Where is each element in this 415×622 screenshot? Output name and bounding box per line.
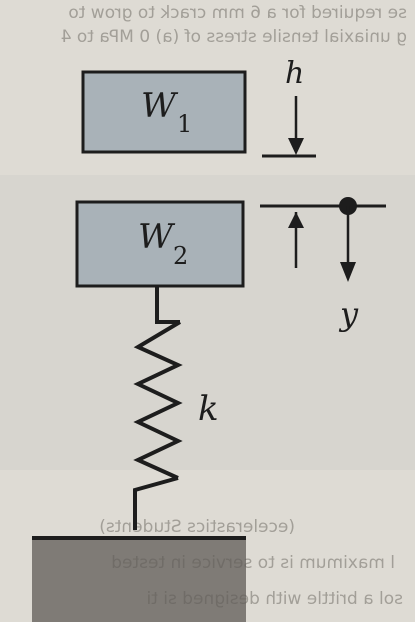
bleed-through-top: se required for a 6 mm crack to grow to … [61, 3, 407, 47]
k-label: k [198, 389, 219, 429]
w2-symbol: W [138, 217, 176, 257]
w1-subscript: 1 [177, 110, 192, 138]
weight-w2: W 2 [75, 200, 245, 288]
y-label: y [338, 295, 359, 333]
drop-height-indicator: h [262, 56, 316, 158]
displacement-indicator: y [260, 197, 386, 333]
w2-subscript: 2 [173, 242, 188, 270]
bleed-text-line-3: (ecelerastics Students) [99, 517, 295, 537]
bleed-text-line-1: se required for a 6 mm crack to grow to [68, 3, 407, 23]
ground-support [32, 536, 246, 622]
w1-symbol: W [141, 86, 179, 126]
h-label: h [285, 56, 304, 91]
weight-w1: W 1 [81, 70, 247, 154]
spring: k [133, 287, 219, 530]
bleed-text-line-2: g uniaxial tensile stress of (a) 0 MPa t… [61, 27, 407, 47]
